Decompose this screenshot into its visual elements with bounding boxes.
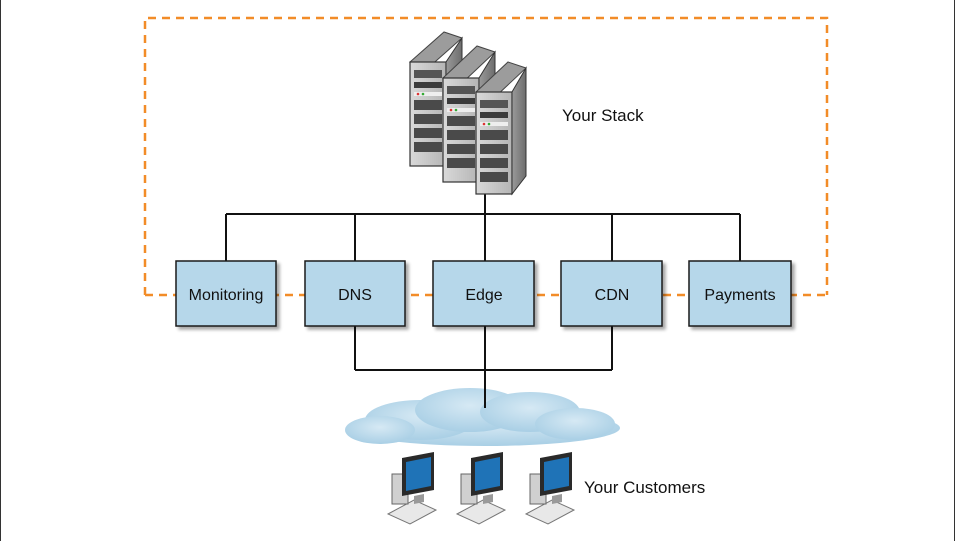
service-label-monitoring: Monitoring xyxy=(189,287,264,304)
service-label-edge: Edge xyxy=(465,287,502,304)
desktop-computer-icon xyxy=(386,452,438,525)
service-box-cdn: CDN xyxy=(560,260,663,327)
service-label-payments: Payments xyxy=(704,287,775,304)
customers-label: Your Customers xyxy=(584,478,705,497)
service-box-monitoring: Monitoring xyxy=(175,260,277,327)
service-box-payments: Payments xyxy=(688,260,792,327)
service-box-edge: Edge xyxy=(432,260,535,327)
service-label-dns: DNS xyxy=(338,287,372,304)
desktop-computer-icon xyxy=(455,452,507,525)
connector-lines xyxy=(225,178,741,400)
service-box-dns: DNS xyxy=(304,260,406,327)
desktop-computer-icon xyxy=(524,452,576,525)
customer-computers xyxy=(386,452,576,525)
server-rack-3 xyxy=(475,61,527,196)
service-boxes: Monitoring DNS Edge CDN Payments xyxy=(175,260,792,327)
stack-label: Your Stack xyxy=(562,106,644,125)
service-label-cdn: CDN xyxy=(595,287,630,304)
server-rack-icon xyxy=(409,31,527,196)
cloud-icon xyxy=(345,388,620,446)
